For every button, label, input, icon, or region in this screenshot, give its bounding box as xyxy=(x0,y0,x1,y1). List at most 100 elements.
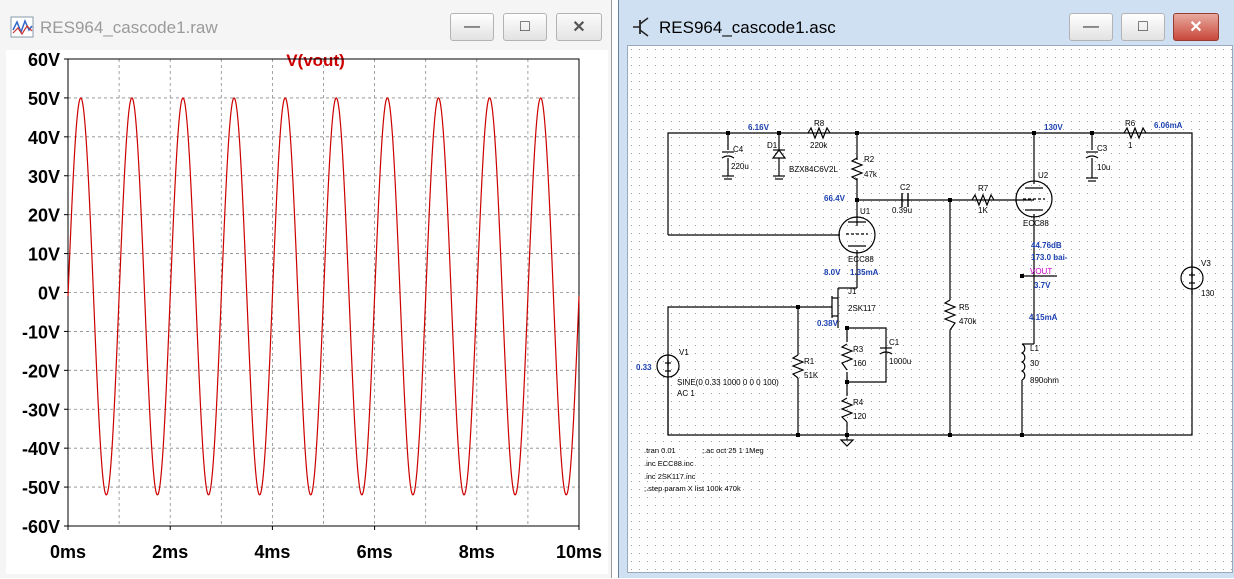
capacitor-c1-symbol[interactable] xyxy=(879,347,893,355)
x-tick-label: 4ms xyxy=(254,542,290,562)
annot-0-33: 0.33 xyxy=(636,363,652,372)
zener-d1-symbol[interactable] xyxy=(771,149,787,180)
annot-gain-db: 44.76dB xyxy=(1031,241,1062,250)
directive-inc-2sk117: .inc 2SK117.inc xyxy=(644,472,696,481)
y-tick-label: 60V xyxy=(28,50,60,70)
annot-gain-phase: 173.0 bai- xyxy=(1031,253,1068,262)
jfet-j1-symbol[interactable] xyxy=(831,296,839,318)
y-tick-label: -20V xyxy=(22,361,60,381)
waveform-plot[interactable]: V(vout)60V50V40V30V20V10V0V-10V-20V-30V-… xyxy=(6,50,608,574)
label-r4-value: 120 xyxy=(853,412,867,421)
resistor-r3-symbol[interactable] xyxy=(840,343,854,371)
schematic-grid xyxy=(628,46,1232,572)
label-r5-name: R5 xyxy=(959,303,970,312)
wires xyxy=(667,132,1193,440)
label-v1-ac: AC 1 xyxy=(677,389,695,398)
label-r5-value: 470k xyxy=(959,317,977,326)
source-v1-symbol[interactable] xyxy=(656,354,680,378)
close-icon: ✕ xyxy=(572,19,586,36)
schematic-drawing[interactable]: C4 220u D1 BZX84C6V2L R8 220k R2 47k C2 … xyxy=(628,46,1232,572)
resistor-r7-symbol[interactable] xyxy=(971,193,995,207)
label-c1-name: C1 xyxy=(889,338,900,347)
label-v1-value: SINE(0 0.33 1000 0 0 0 100) xyxy=(677,378,779,387)
annot-1-35ma: 1.35mA xyxy=(850,268,879,277)
maximize-icon: □ xyxy=(520,18,530,35)
annot-4-15ma: 4.15mA xyxy=(1029,313,1058,322)
label-j1-value: 2SK117 xyxy=(848,304,876,313)
y-tick-label: 50V xyxy=(28,89,60,109)
label-r2-value: 47k xyxy=(864,170,878,179)
label-r8-value: 220k xyxy=(810,141,828,150)
capacitor-c3-symbol[interactable] xyxy=(1085,151,1099,182)
y-tick-label: -30V xyxy=(22,400,60,420)
schematic-window: RES964_cascode1.asc — □ ✕ xyxy=(618,0,1234,578)
label-v3-value: 130 xyxy=(1201,289,1215,298)
resistor-r2-symbol[interactable] xyxy=(850,157,864,181)
maximize-icon: □ xyxy=(1138,18,1148,35)
y-tick-label: -60V xyxy=(22,517,60,537)
label-j1-name: J1 xyxy=(848,287,857,296)
waveform-window: RES964_cascode1.raw — □ ✕ V(vout) 60V 50V 4… xyxy=(0,0,612,578)
x-tick-label: 10ms xyxy=(556,542,602,562)
annot-6-16v: 6.16V xyxy=(748,123,770,132)
waveform-maximize-button[interactable]: □ xyxy=(503,13,547,41)
label-d1-value: BZX84C6V2L xyxy=(789,165,838,174)
schematic-minimize-button[interactable]: — xyxy=(1069,13,1113,41)
close-icon: ✕ xyxy=(1189,19,1203,36)
triode-u1-symbol[interactable] xyxy=(838,216,876,254)
label-r4-name: R4 xyxy=(853,398,864,407)
label-u1-name: U1 xyxy=(860,207,871,216)
label-c3-name: C3 xyxy=(1097,144,1108,153)
y-tick-label: 30V xyxy=(28,167,60,187)
label-l1-resistance: 890ohm xyxy=(1030,376,1059,385)
inductor-l1-symbol[interactable] xyxy=(1020,343,1026,381)
label-c1-value: 1000u xyxy=(889,357,911,366)
waveform-app-icon xyxy=(10,16,34,38)
resistor-r5-symbol[interactable] xyxy=(943,299,957,331)
capacitor-c4-symbol[interactable] xyxy=(721,151,735,180)
label-l1-name: L1 xyxy=(1030,344,1039,353)
resistor-r6-symbol[interactable] xyxy=(1123,126,1147,140)
label-d1-name: D1 xyxy=(767,141,778,150)
schematic-maximize-button[interactable]: □ xyxy=(1121,13,1165,41)
plot-title: V(vout) xyxy=(286,51,345,70)
directive-inc-ecc88: .inc ECC88.inc xyxy=(644,459,694,468)
label-c4-name: C4 xyxy=(733,145,744,154)
waveform-close-button[interactable]: ✕ xyxy=(556,13,602,41)
waveform-minimize-button[interactable]: — xyxy=(450,13,494,41)
label-c3-value: 10u xyxy=(1097,163,1110,172)
x-tick-label: 2ms xyxy=(152,542,188,562)
junctions xyxy=(726,131,1094,437)
directive-ac: ;.ac oct 25 1 1Meg xyxy=(702,446,764,455)
label-r7-value: 1K xyxy=(978,206,988,215)
x-tick-label: 6ms xyxy=(357,542,393,562)
source-v3-symbol[interactable] xyxy=(1180,266,1204,290)
x-tick-label: 0ms xyxy=(50,542,86,562)
label-r3-value: 160 xyxy=(853,359,867,368)
schematic-close-button[interactable]: ✕ xyxy=(1173,13,1219,41)
resistor-r4-symbol[interactable] xyxy=(840,397,854,423)
label-v3-name: V3 xyxy=(1201,259,1211,268)
schematic-titlebar[interactable]: RES964_cascode1.asc — □ ✕ xyxy=(619,0,1234,50)
triode-u2-symbol[interactable] xyxy=(1015,180,1053,218)
resistor-r8-symbol[interactable] xyxy=(807,126,831,140)
directive-tran: .tran 0.01 xyxy=(644,446,676,455)
waveform-window-title: RES964_cascode1.raw xyxy=(40,18,218,37)
annot-6-06ma: 6.06mA xyxy=(1154,121,1183,130)
capacitor-c2-symbol[interactable] xyxy=(901,193,909,207)
label-r7-name: R7 xyxy=(978,184,989,193)
annot-130v: 130V xyxy=(1044,123,1063,132)
waveform-titlebar[interactable]: RES964_cascode1.raw — □ ✕ xyxy=(0,0,611,50)
label-r2-name: R2 xyxy=(864,155,875,164)
minimize-icon: — xyxy=(1083,18,1099,35)
schematic-canvas[interactable]: C4 220u D1 BZX84C6V2L R8 220k R2 47k C2 … xyxy=(627,45,1233,573)
y-tick-label: 10V xyxy=(28,245,60,265)
y-tick-label: -40V xyxy=(22,439,60,459)
label-r3-name: R3 xyxy=(853,345,864,354)
resistor-r1-symbol[interactable] xyxy=(791,354,805,379)
y-tick-label: 0V xyxy=(38,284,60,304)
series-line-vout xyxy=(67,97,580,496)
label-u1-value: ECC88 xyxy=(848,255,874,264)
y-tick-label: -10V xyxy=(22,322,60,342)
